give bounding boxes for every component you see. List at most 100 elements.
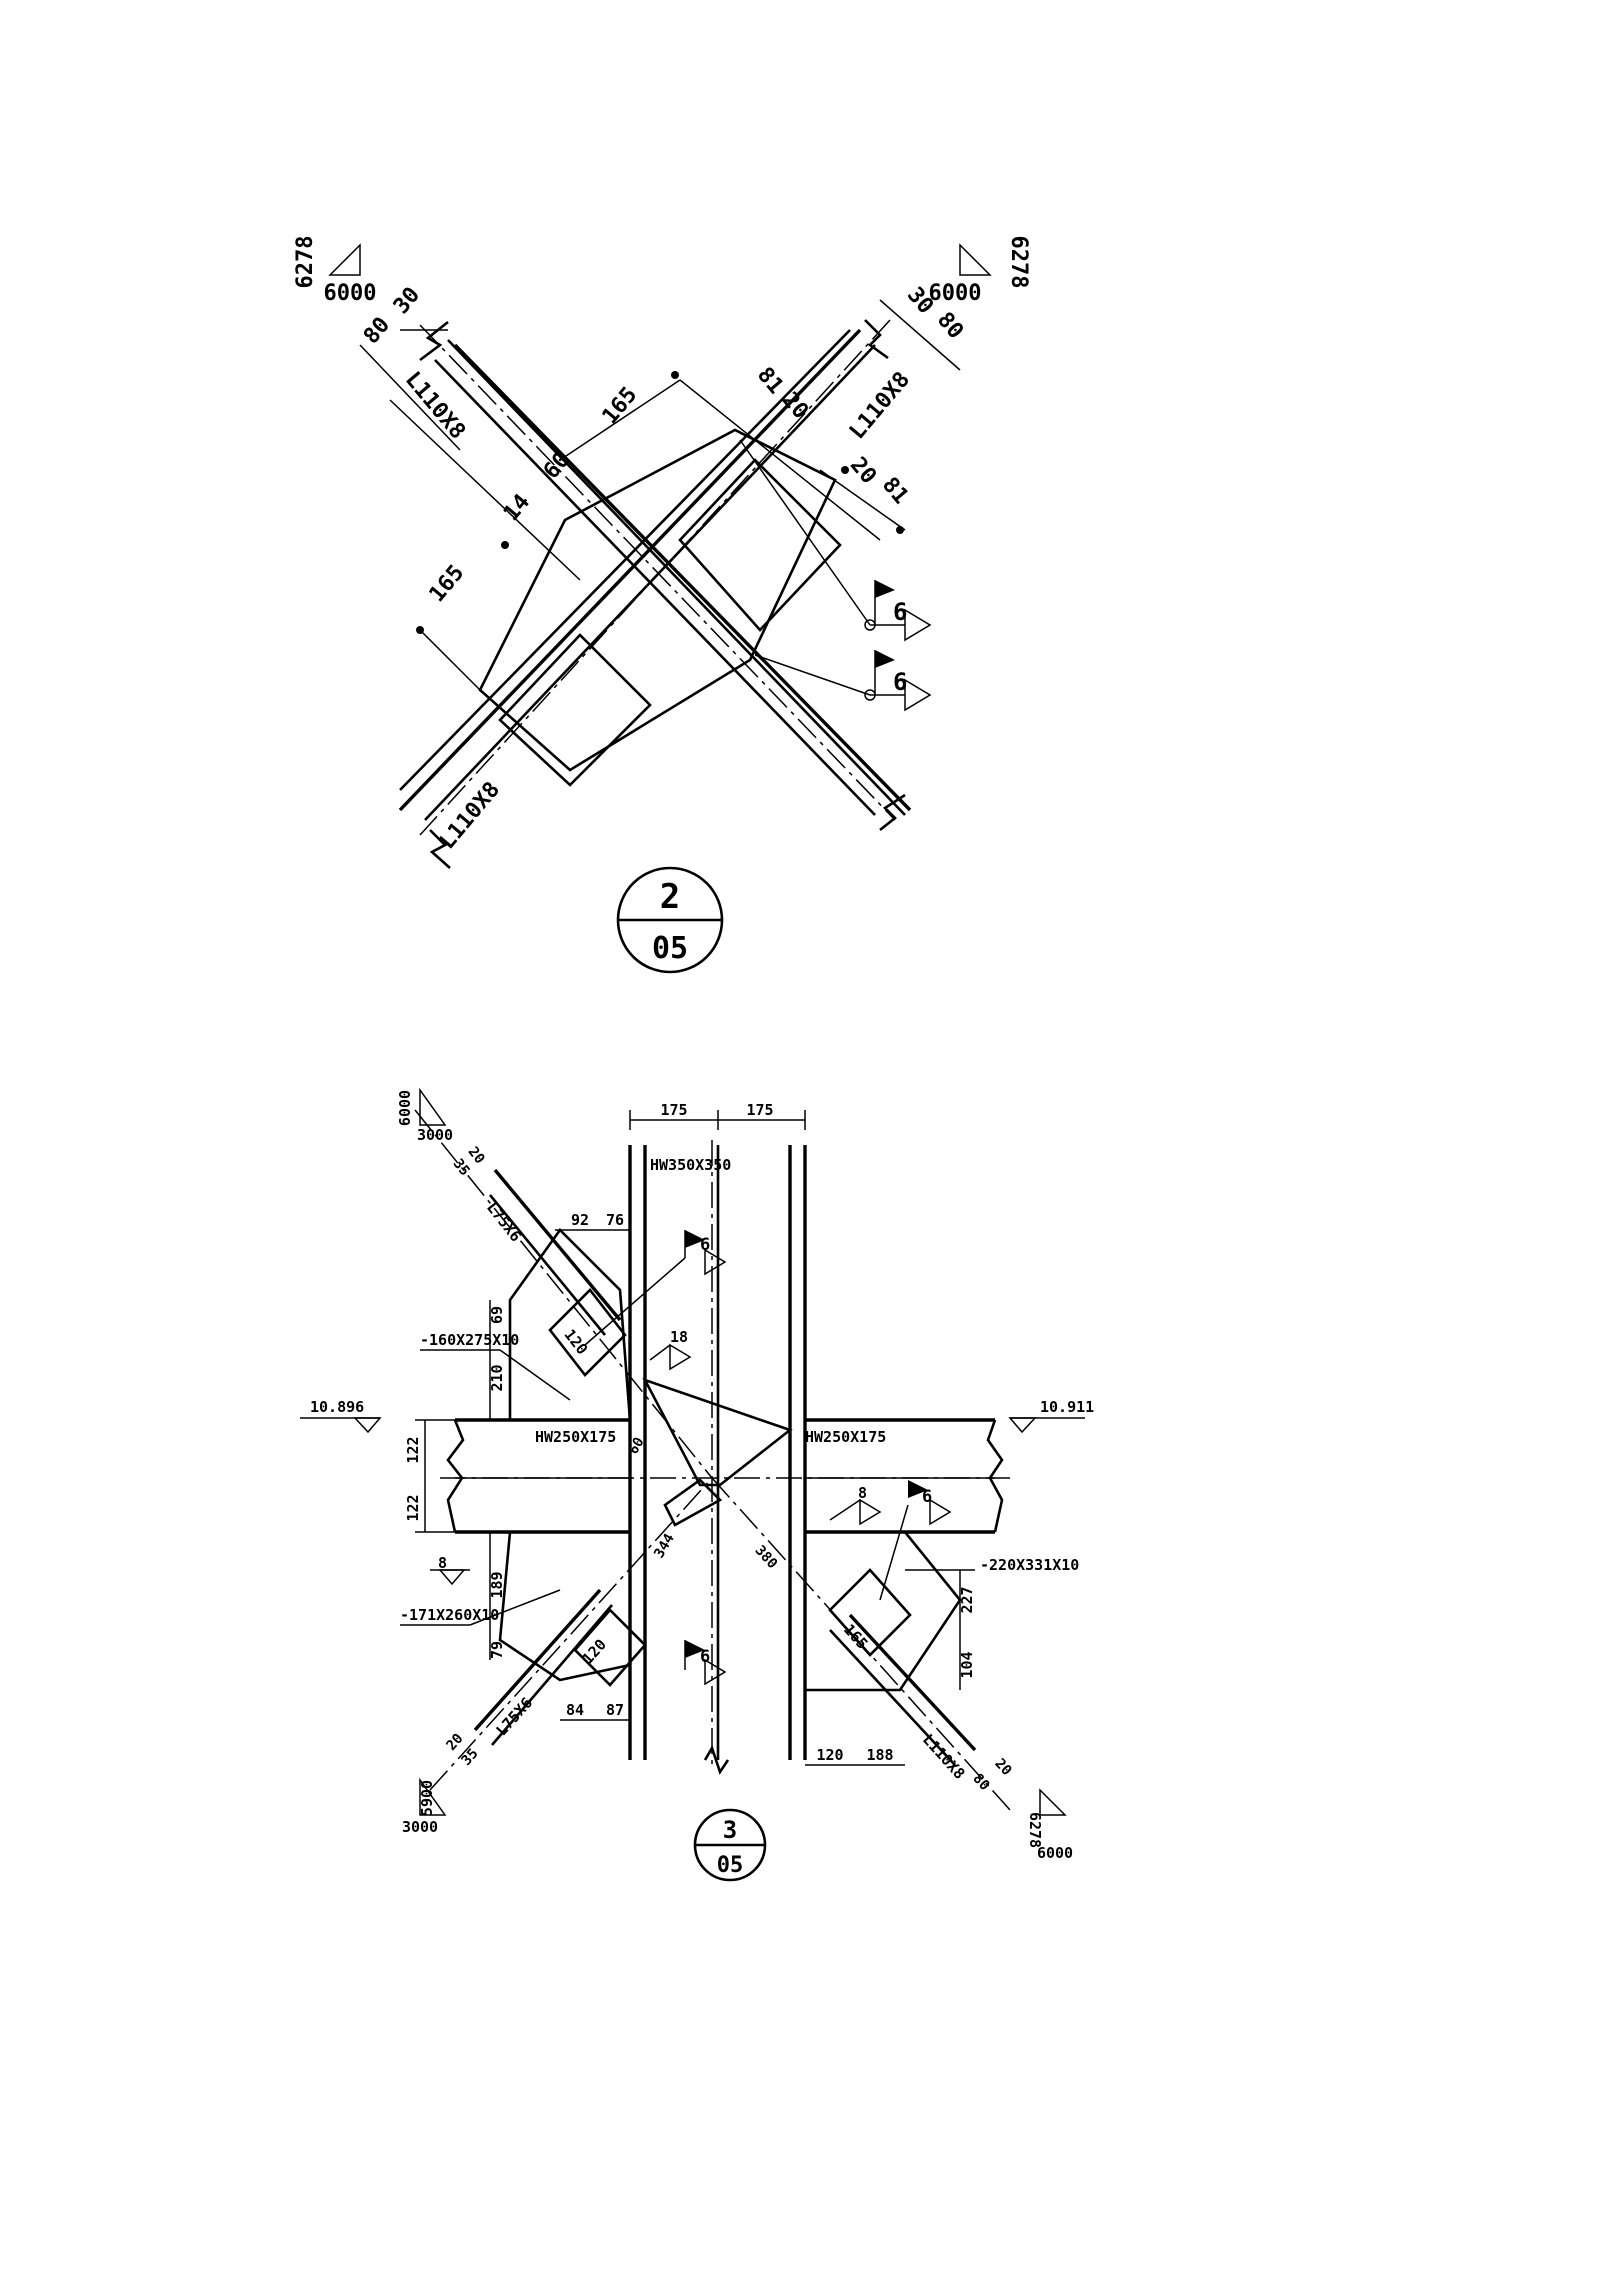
weld-fillet-8-left: 8: [438, 1554, 447, 1572]
dim-92: 92: [571, 1211, 589, 1229]
dim-20-bottom-left: 20: [443, 1731, 466, 1754]
beam-left-label: HW250X175: [535, 1428, 616, 1446]
dim-380: 380: [752, 1543, 781, 1573]
dim-81-right: 81: [877, 473, 913, 509]
dim-lines-detail-3: [415, 1110, 961, 1766]
dim-189: 189: [488, 1571, 506, 1598]
dim-60-center: 60: [625, 1435, 647, 1458]
dim-80-bottom-right: 80: [969, 1771, 992, 1794]
slope-run-upper-left: 6000: [324, 281, 377, 306]
gusset-upper-left: [508, 1227, 632, 1422]
detail-2-text: 2 05 6278 6000 6278 6000 L110X8 L110X8 L…: [293, 236, 1031, 966]
brace-end-plate-right: [828, 1568, 912, 1657]
column-label: HW350X350: [650, 1156, 731, 1174]
detail-3: [300, 1087, 1085, 1882]
elevation-marks: [300, 1417, 1085, 1434]
dim-120-plate-top: 120: [561, 1326, 592, 1358]
dim-81-top: 81: [752, 363, 788, 399]
member-label-1: L110X8: [400, 367, 470, 444]
weld-size-right: 6: [922, 1487, 932, 1507]
dim-188: 188: [866, 1746, 893, 1764]
brace-label-bottom-right: L110X8: [919, 1730, 969, 1782]
dim-20-top: 20: [777, 388, 813, 424]
gusset-lower-left: [498, 1530, 632, 1682]
dim-76: 76: [606, 1211, 624, 1229]
brace-b-upper-right-to-lower-left: [398, 319, 891, 869]
slope-rise-top-left: 6000: [396, 1090, 414, 1126]
dim-122-top: 122: [404, 1436, 422, 1463]
doubler-plate-lower-left: [498, 633, 652, 787]
dim-120-right: 120: [816, 1746, 843, 1764]
callout-3-sheet: 05: [717, 1853, 744, 1878]
weld-size-bottom: 6: [700, 1647, 710, 1667]
member-label-3: L110X8: [435, 777, 505, 854]
brace-end-plate-top: [548, 1288, 627, 1377]
center-connector: [642, 1377, 793, 1487]
slope-run-upper-right: 6000: [929, 281, 982, 306]
dim-lines-detail-2: [359, 299, 961, 691]
dim-165-top: 165: [598, 383, 643, 430]
dim-14: 14: [499, 490, 535, 526]
weld-fillet-18: 18: [670, 1328, 688, 1346]
plate-label-lower-left: -171X260X10: [400, 1606, 499, 1624]
brace-label-top-left: L75X6: [483, 1199, 525, 1246]
slope-triangle-top-left: [419, 1087, 447, 1126]
doubler-plate-upper-right: [678, 458, 842, 632]
brace-top-left: [414, 1109, 713, 1479]
dim-344: 344: [651, 1531, 678, 1561]
slope-run-top-left: 3000: [417, 1126, 453, 1144]
gusset-right: [803, 1530, 962, 1692]
weld-leaders-detail-2: [739, 439, 932, 712]
slope-rise-upper-left: 6278: [293, 236, 318, 289]
dim-175-left: 175: [660, 1101, 687, 1119]
callout-3-number: 3: [723, 1816, 737, 1844]
dim-79: 79: [488, 1641, 506, 1659]
dim-227: 227: [958, 1586, 976, 1613]
dim-87: 87: [606, 1701, 624, 1719]
plate-label-upper-left: -160X275X10: [420, 1331, 519, 1349]
weld-size-upper: 6: [893, 598, 907, 626]
brace-end-plate-bottom: [573, 1608, 647, 1687]
dim-80-left: 80: [359, 313, 395, 349]
callout-bubble-2: [616, 866, 724, 974]
dim-84: 84: [566, 1701, 584, 1719]
callout-2-number: 2: [660, 877, 680, 917]
weld-size-top: 6: [700, 1235, 710, 1255]
beam-right-label: HW250X175: [805, 1428, 886, 1446]
dim-20-bottom-right: 20: [991, 1756, 1014, 1779]
member-label-2: L110X8: [845, 367, 915, 444]
weld-fillet-8-right: 8: [858, 1484, 867, 1502]
plate-leaders: [400, 1349, 975, 1626]
brace-bottom-left: [429, 1477, 713, 1791]
dim-165-left: 165: [425, 561, 470, 608]
slope-run-bottom-left: 3000: [402, 1818, 438, 1836]
elevation-right: 10.911: [1040, 1398, 1094, 1416]
dim-20-right: 20: [845, 453, 881, 489]
slope-triangle-bottom-left: [419, 1777, 447, 1816]
slope-triangle-bottom-right: [1039, 1788, 1067, 1816]
dim-69: 69: [488, 1306, 506, 1324]
slope-triangle-upper-right: [959, 243, 992, 276]
dim-104: 104: [958, 1651, 976, 1678]
dim-35-bottom-left: 35: [458, 1746, 481, 1769]
slope-run-bottom-right: 6000: [1037, 1844, 1073, 1862]
center-connector-lower: [663, 1478, 723, 1527]
dim-210: 210: [488, 1364, 506, 1391]
callout-bubble-3: [693, 1808, 767, 1882]
dim-175-right: 175: [746, 1101, 773, 1119]
slope-rise-bottom-right: 6278: [1026, 1812, 1044, 1848]
dim-80-right: 80: [932, 308, 968, 344]
callout-2-sheet: 05: [652, 931, 688, 966]
slope-triangle-upper-left: [328, 243, 361, 276]
plate-label-right: -220X331X10: [980, 1556, 1079, 1574]
weld-flags-detail-3: [430, 1230, 952, 1686]
slope-rise-bottom-left: 5900: [418, 1780, 436, 1816]
slope-rise-upper-right: 6278: [1006, 236, 1031, 289]
brace-a-upper-left-to-lower-right: [419, 320, 912, 832]
dim-30-left: 30: [389, 283, 425, 319]
elevation-left: 10.896: [310, 1398, 364, 1416]
detail-2: [328, 243, 992, 974]
dim-122-bot: 122: [404, 1494, 422, 1521]
weld-size-lower: 6: [893, 668, 907, 696]
